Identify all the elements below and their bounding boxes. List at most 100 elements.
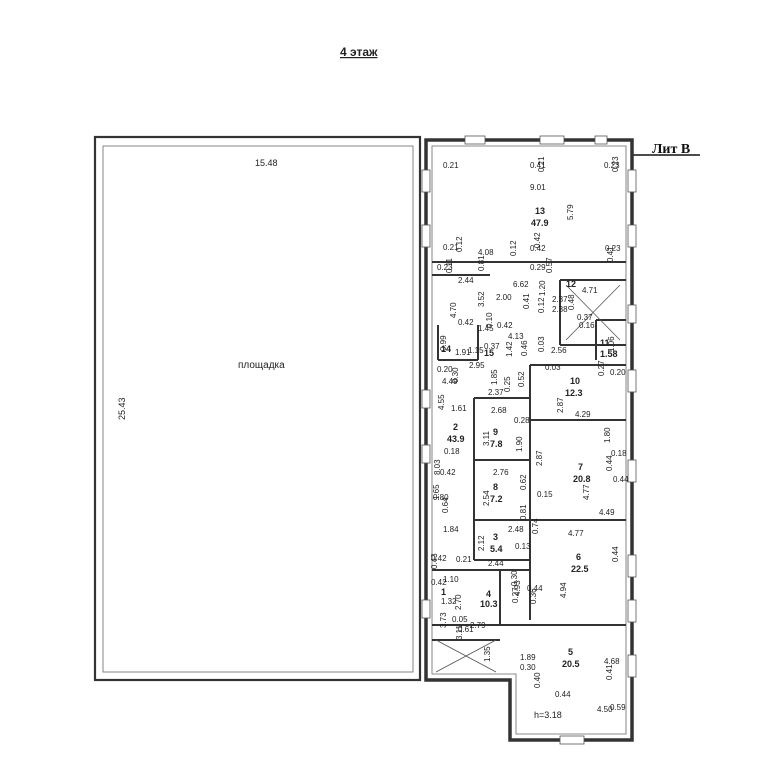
room-7-area: 20.8 <box>573 474 591 484</box>
room-12-number: 12 <box>566 279 576 289</box>
room-11-area: 1.58 <box>600 349 618 359</box>
dimension-label: 6.62 <box>513 280 529 289</box>
dimension-label: 0.64 <box>441 497 450 513</box>
dimension-label: 0.21 <box>537 156 546 172</box>
dimension-label: 0.61 <box>458 625 474 634</box>
dimension-label: 0.23 <box>604 161 620 170</box>
room-6-number: 6 <box>576 552 581 562</box>
dimension-label: 1.61 <box>451 404 467 413</box>
dimension-label: 0.18 <box>444 447 460 456</box>
dimension-label: 0.41 <box>522 293 531 309</box>
dimension-label: 4.68 <box>604 657 620 666</box>
platform-height-dim: 25.43 <box>117 397 127 420</box>
room-4-area: 10.3 <box>480 599 498 609</box>
room-3-area: 5.4 <box>490 544 503 554</box>
ceiling-height-label: h=3.18 <box>534 710 562 720</box>
dimension-label: 2.95 <box>469 361 485 370</box>
dimension-label: 4.49 <box>599 508 615 517</box>
dimension-label: 0.41 <box>606 246 615 262</box>
room-1-number: 1 <box>441 587 446 597</box>
dimension-label: 0.44 <box>605 455 614 471</box>
dimension-label: 4.77 <box>568 529 584 538</box>
dimension-label: 0.12 <box>455 236 464 252</box>
dimension-label: 2.00 <box>496 293 512 302</box>
platform-width-dim: 15.48 <box>255 158 278 168</box>
dimension-label: 3.11 <box>482 430 491 446</box>
dimension-label: 0.46 <box>520 340 529 356</box>
dimension-label: 0.10 <box>485 312 494 328</box>
dimension-label: 0.21 <box>443 243 459 252</box>
dimension-label: 1.45 <box>478 324 494 333</box>
room-8-number: 8 <box>493 482 498 492</box>
dimension-label: 0.29 <box>530 263 546 272</box>
floor-title: 4 этаж <box>340 45 378 59</box>
room-15-number: 15 <box>484 348 494 358</box>
dimension-label: 2.48 <box>508 525 524 534</box>
room-5-number: 5 <box>568 647 573 657</box>
dimension-label: 0.27 <box>597 360 606 376</box>
dimension-label: 4.13 <box>508 332 524 341</box>
dimension-label: 0.37 <box>577 313 593 322</box>
dimension-label: 0.20 <box>437 365 453 374</box>
dimension-label: 3.73 <box>439 612 448 628</box>
dimension-label: 0.74 <box>531 518 540 534</box>
dimension-label: 1.89 <box>520 653 536 662</box>
room-9-area: 7.8 <box>490 439 503 449</box>
dimension-label: 0.23 <box>605 244 621 253</box>
room-11-number: 11 <box>600 338 610 348</box>
room-10-area: 12.3 <box>565 388 583 398</box>
dimension-label: 2.38 <box>552 305 568 314</box>
dimension-label: 3.52 <box>477 291 486 307</box>
dimension-label: 0.48 <box>567 294 576 310</box>
dimension-label: 0.03 <box>537 336 546 352</box>
dimension-label: 0.37 <box>484 342 500 351</box>
dimension-label: 2.54 <box>482 490 491 506</box>
dimension-label: 3.11 <box>455 624 464 640</box>
dimension-label: 2.56 <box>551 346 567 355</box>
dimension-label: 4.77 <box>582 484 591 500</box>
dimension-label: 2.79 <box>470 621 486 630</box>
dimension-label: 2.87 <box>535 450 544 466</box>
dimension-label: 2.12 <box>477 535 486 551</box>
room-9-number: 9 <box>493 427 498 437</box>
dimension-label: 0.03 <box>545 363 561 372</box>
dimension-label: 4.70 <box>449 302 458 318</box>
dimension-label: 0.42 <box>440 468 456 477</box>
dimension-label: 0.81 <box>519 504 528 520</box>
dimension-label: 9.01 <box>530 183 546 192</box>
dimension-label: 2.37 <box>488 388 504 397</box>
dimension-label: 1.80 <box>603 427 612 443</box>
dimension-label: 1.06 <box>607 336 616 352</box>
dimension-label: 0.42 <box>431 554 447 563</box>
dimension-label: 2.37 <box>552 295 568 304</box>
dimension-label: 0.36 <box>529 588 538 604</box>
dimension-label: 1.84 <box>443 525 459 534</box>
building-walls <box>421 135 637 745</box>
room-7-number: 7 <box>578 462 583 472</box>
dimension-label: 4.08 <box>478 248 494 257</box>
dimension-label: 0.21 <box>443 161 459 170</box>
room-4-number: 4 <box>486 589 491 599</box>
dimension-label: 0.42 <box>458 318 474 327</box>
dimension-label: 0.57 <box>545 257 554 273</box>
dimension-label: 4.29 <box>575 410 591 419</box>
dimension-label: 0.42 <box>530 244 546 253</box>
dimension-label: 0.81 <box>477 255 486 271</box>
dimension-label: 2.70 <box>454 594 463 610</box>
dimension-label: 0.16 <box>579 321 595 330</box>
interior-partitions <box>432 261 626 641</box>
dimension-label: 0.30 <box>510 570 519 586</box>
dimension-label: 0.13 <box>515 542 531 551</box>
dimension-label: 0.40 <box>533 672 542 688</box>
dimension-label: 0.44 <box>527 584 543 593</box>
dimension-label: 0.05 <box>452 615 468 624</box>
room-labels: 13 47.9 12 11 1.58 14 15 10 12.3 2 43.9 … <box>441 206 618 720</box>
dimension-label: 0.12 <box>509 240 518 256</box>
dimension-label: 2.76 <box>493 468 509 477</box>
dimension-label: 0.52 <box>517 371 526 387</box>
dimension-label: 0.30 <box>451 367 460 383</box>
stair-marks <box>435 284 621 673</box>
dimension-label: 0.28 <box>514 416 530 425</box>
dimension-label: 0.23 <box>437 263 453 272</box>
